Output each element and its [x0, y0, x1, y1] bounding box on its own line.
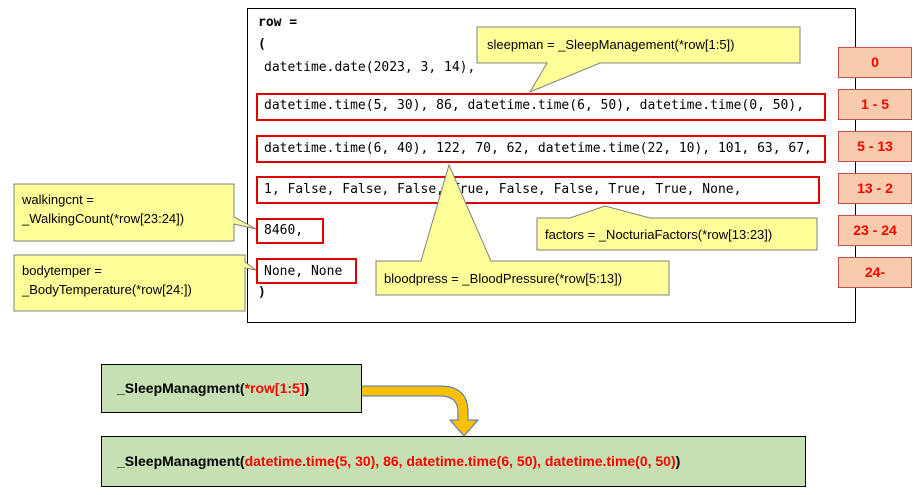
factors-callout-bubble — [536, 205, 818, 251]
bodytemp-callout-line1: bodytemper = — [22, 263, 102, 278]
index-label-5-13: 5 - 13 — [838, 131, 912, 162]
index-label-0: 0 — [838, 47, 912, 78]
transform-arrow — [359, 385, 480, 437]
sleep-call-before-arg: *row[1:5] — [244, 380, 305, 396]
sleepman-callout-bubble — [476, 26, 801, 94]
walking-callout-line2: _WalkingCount(*row[23:24]) — [22, 211, 185, 226]
index-label-1-5: 1 - 5 — [838, 89, 912, 120]
bloodpress-callout-bubble — [375, 163, 670, 296]
index-label-24: 24- — [838, 257, 912, 288]
sleep-call-before: _SleepManagment(*row[1:5]) — [101, 364, 362, 413]
index-label-13-23: 13 - 2 — [838, 173, 912, 204]
sleep-call-before-suffix: ) — [304, 380, 310, 396]
code-line-close-paren: ) — [258, 285, 266, 300]
sleep-call-after-prefix: _SleepManagment( — [117, 453, 245, 469]
sleep-call-after: _SleepManagment(datetime.time(5, 30), 86… — [101, 436, 806, 487]
code-line-date: datetime.date(2023, 3, 14), — [264, 60, 476, 75]
sleep-call-after-arg: datetime.time(5, 30), 86, datetime.time(… — [244, 453, 676, 469]
sleepman-callout-text: sleepman = _SleepManagement(*row[1:5]) — [487, 37, 735, 52]
sleep-fields-box — [256, 93, 826, 121]
sleep-call-after-suffix: ) — [675, 453, 681, 469]
code-line-walking: 8460, — [264, 223, 304, 238]
code-line-open-paren: ( — [258, 37, 266, 52]
code-line-blood: datetime.time(6, 40), 122, 70, 62, datet… — [264, 141, 812, 156]
code-line-sleep: datetime.time(5, 30), 86, datetime.time(… — [264, 98, 805, 113]
walking-field-box — [256, 218, 324, 244]
factors-callout-text: factors = _NocturiaFactors(*row[13:23]) — [545, 227, 773, 242]
walking-callout-line1: walkingcnt = — [22, 192, 94, 207]
factors-fields-box — [256, 176, 820, 204]
bodytemp-fields-box — [256, 258, 357, 284]
code-line-bodytemp: None, None — [264, 264, 343, 279]
blood-fields-box — [256, 135, 826, 163]
bodytemp-callout-line2: _BodyTemperature(*row[24:]) — [22, 282, 192, 297]
walking-callout-bubble — [13, 183, 257, 242]
index-label-23-24: 23 - 24 — [838, 215, 912, 246]
bodytemp-callout-bubble — [13, 254, 257, 312]
bloodpress-callout-text: bloodpress = _BloodPressure(*row[5:13]) — [384, 271, 623, 286]
sleep-call-before-prefix: _SleepManagment( — [117, 380, 245, 396]
code-line-row-assign: row = — [258, 15, 298, 30]
code-line-factors: 1, False, False, False, True, False, Fal… — [264, 182, 742, 197]
